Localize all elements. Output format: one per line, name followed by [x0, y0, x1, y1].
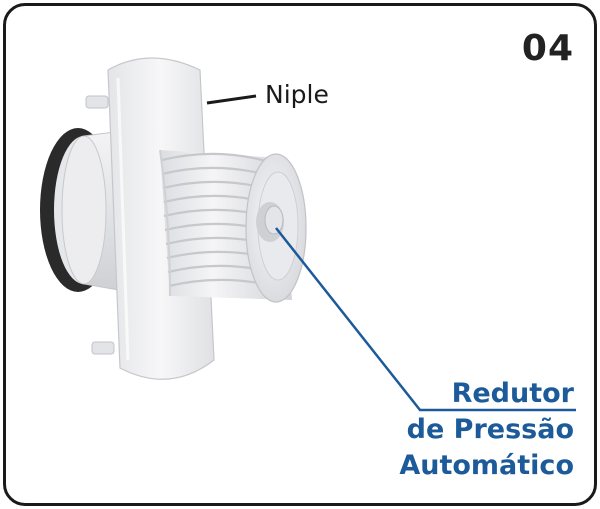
niple-leader-line	[206, 94, 257, 105]
redutor-label-line-2: de Pressão	[406, 414, 574, 445]
redutor-label: Redutor de Pressão Automático	[399, 376, 574, 484]
pressure-reducer-icon	[256, 202, 284, 242]
step-number: 04	[521, 28, 574, 69]
redutor-leader-line	[275, 227, 576, 412]
niple-label: Niple	[265, 80, 329, 109]
plate-tabs	[85, 95, 115, 355]
redutor-label-line-1: Redutor	[451, 378, 574, 409]
mounting-plate	[107, 57, 215, 380]
redutor-label-line-3: Automático	[399, 450, 574, 481]
